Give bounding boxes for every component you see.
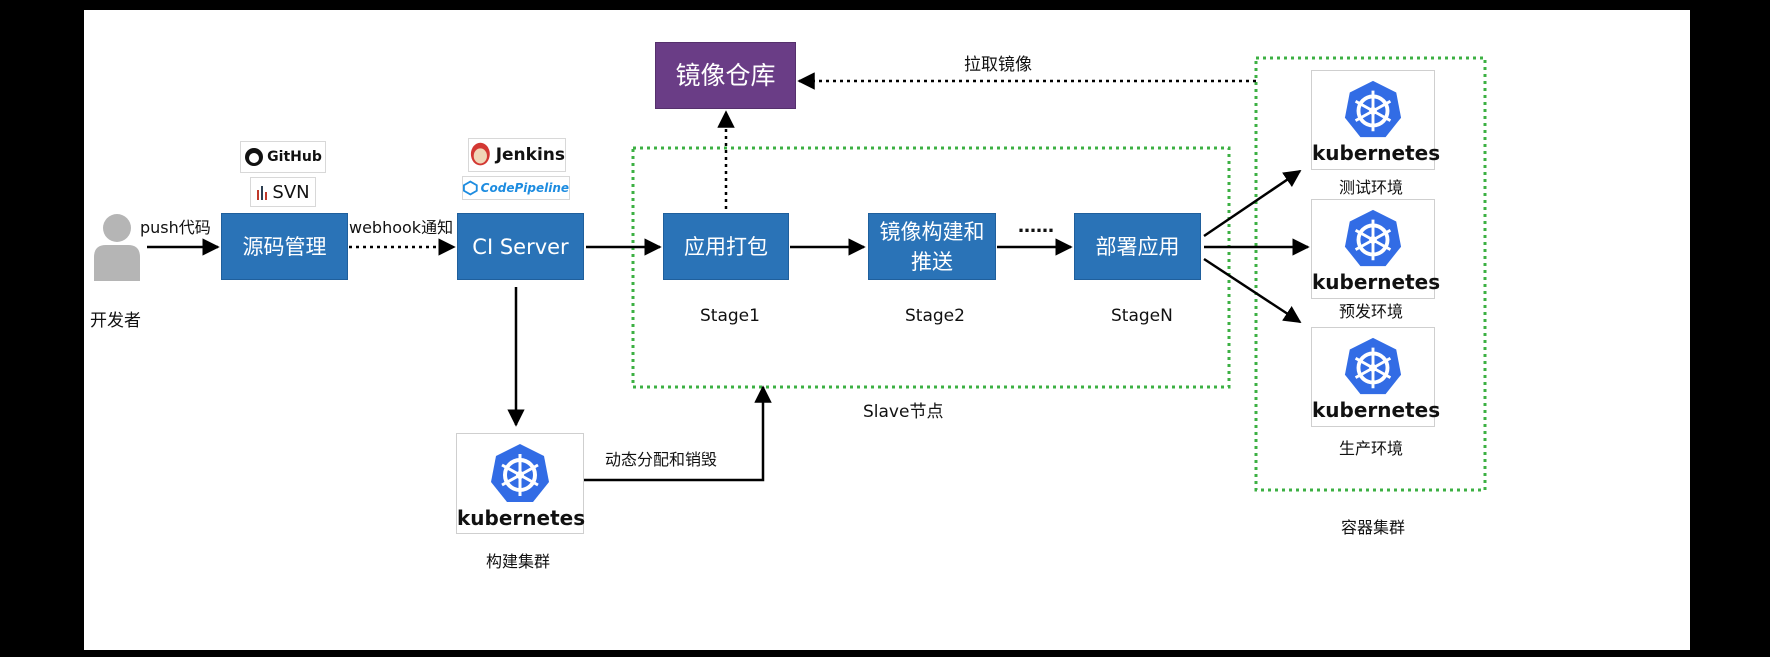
container-cluster-label: 容器集群 <box>1341 518 1406 537</box>
kubernetes-text: kubernetes <box>1312 270 1441 294</box>
jenkins-icon <box>470 142 490 166</box>
build-cluster-k8s[interactable]: kubernetes <box>456 433 586 534</box>
prod-env-label: 生产环境 <box>1339 439 1404 458</box>
github-text: GitHub <box>267 149 322 165</box>
kubernetes-text: kubernetes <box>1312 398 1441 422</box>
staging-env-label: 预发环境 <box>1339 302 1404 321</box>
cluster-group-border <box>1254 56 1487 492</box>
ellipsis-dots: …… <box>1018 216 1054 237</box>
svn-text: SVN <box>272 181 310 203</box>
stagen-box[interactable]: 部署应用 <box>1074 213 1201 280</box>
kubernetes-helm-icon <box>1344 209 1402 267</box>
push-label: push代码 <box>140 218 211 237</box>
svn-logo: SVN <box>250 177 316 207</box>
dynamic-alloc-label: 动态分配和销毁 <box>605 450 718 469</box>
deploy-test-arrow <box>1203 169 1302 238</box>
staging-env-k8s[interactable]: kubernetes <box>1311 199 1441 299</box>
stage1-label: Stage1 <box>700 306 760 326</box>
webhook-label: webhook通知 <box>349 218 454 237</box>
test-env-k8s[interactable]: kubernetes <box>1311 70 1441 170</box>
diagram-canvas: 开发者 push代码 GitHub SVN 源码管理 webhook通知 Jen… <box>84 10 1690 650</box>
stage1-box[interactable]: 应用打包 <box>663 213 789 280</box>
kubernetes-helm-icon <box>1344 337 1402 395</box>
codepipeline-icon <box>463 180 478 196</box>
registry-box[interactable]: 镜像仓库 <box>655 42 796 109</box>
slave-nodes-label: Slave节点 <box>863 402 944 422</box>
codepipeline-text: CodePipeline <box>480 181 569 195</box>
kubernetes-text: kubernetes <box>457 506 586 530</box>
kubernetes-helm-icon <box>1344 80 1402 138</box>
person-icon <box>94 214 140 281</box>
ci-server-box[interactable]: CI Server <box>457 213 584 280</box>
source-mgmt-box[interactable]: 源码管理 <box>221 213 348 280</box>
kubernetes-helm-icon <box>491 444 549 502</box>
jenkins-logo: Jenkins <box>468 138 566 172</box>
jenkins-text: Jenkins <box>495 145 565 165</box>
connectors <box>147 56 1487 492</box>
github-icon <box>245 148 264 166</box>
github-logo: GitHub <box>240 141 326 173</box>
kubernetes-text: kubernetes <box>1312 141 1441 165</box>
developer-label: 开发者 <box>90 311 141 331</box>
codepipeline-logo: CodePipeline <box>462 176 570 200</box>
build-cluster-label: 构建集群 <box>486 552 551 571</box>
slave-group-border <box>631 146 1231 389</box>
stage2-box[interactable]: 镜像构建和推送 <box>868 213 996 280</box>
stage2-label: Stage2 <box>905 306 965 326</box>
dynamic-alloc-arrow <box>583 385 772 482</box>
deploy-prod-arrow <box>1203 257 1302 324</box>
pull-image-label: 拉取镜像 <box>964 55 1032 75</box>
test-env-label: 测试环境 <box>1339 178 1404 197</box>
stagen-label: StageN <box>1111 306 1173 326</box>
svn-icon <box>257 186 268 200</box>
prod-env-k8s[interactable]: kubernetes <box>1311 327 1441 427</box>
